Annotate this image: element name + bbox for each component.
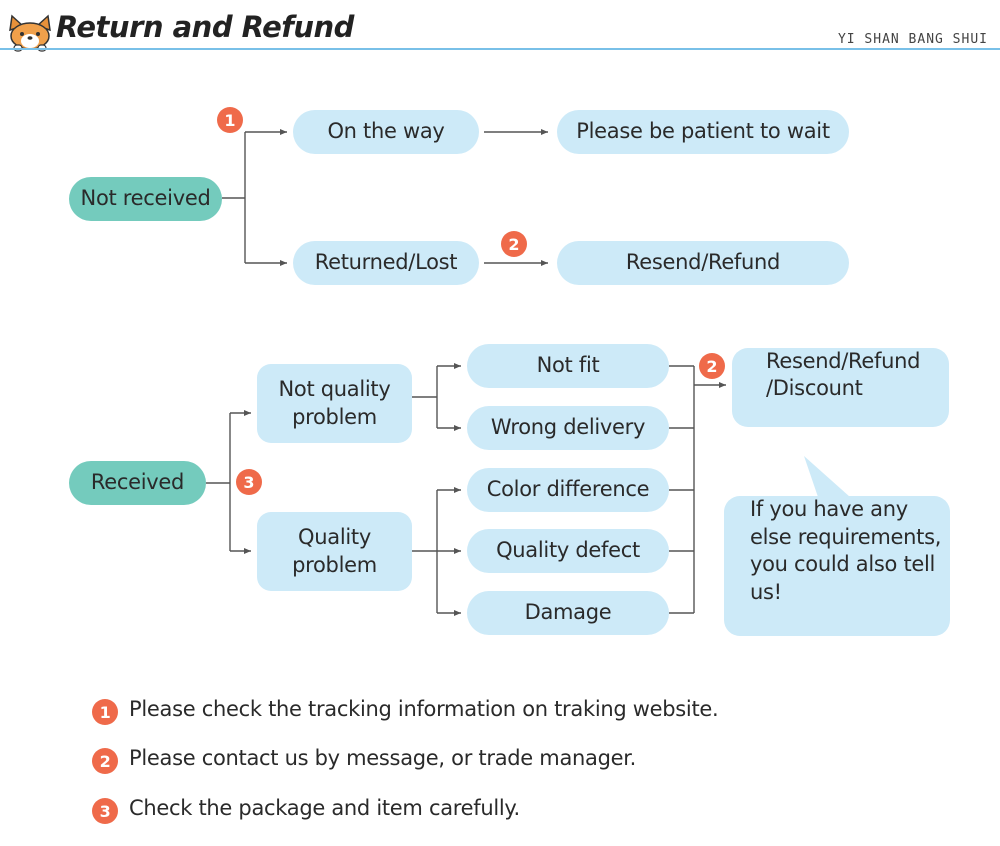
node-label: Resend/Refund — [625, 250, 781, 275]
bubble-line: else requirements, — [750, 524, 942, 549]
node-label: Color difference — [486, 477, 650, 502]
bubble-line: us! — [750, 580, 782, 605]
note-text: Please check the tracking information on… — [129, 697, 719, 721]
node-quality-defect: Quality defect — [467, 529, 669, 573]
node-label: Damage — [524, 600, 612, 625]
node-label: Returned/Lost — [314, 250, 458, 275]
node-label: On the way — [327, 119, 445, 144]
node-label: Not received — [80, 186, 211, 211]
node-color-difference: Color difference — [467, 468, 669, 512]
node-returned-lost: Returned/Lost — [293, 241, 479, 285]
step-badge-3: 3 — [236, 469, 262, 495]
node-label-line: Not quality — [278, 377, 391, 402]
node-quality-problem: Quality problem — [257, 512, 412, 591]
note-badge: 1 — [92, 699, 118, 725]
node-not-received: Not received — [69, 177, 222, 221]
header-divider — [0, 48, 1000, 50]
brand-name: YI SHAN BANG SHUI — [837, 32, 988, 47]
note-badge: 2 — [92, 748, 118, 774]
step-badge-2: 2 — [501, 231, 527, 257]
note-badge: 3 — [92, 798, 118, 824]
node-label: Quality defect — [496, 538, 640, 563]
node-wrong-delivery: Wrong delivery — [467, 406, 669, 450]
node-label: Received — [90, 470, 185, 495]
node-label: Not fit — [536, 353, 600, 378]
bubble-line: If you have any — [750, 497, 908, 521]
node-not-fit: Not fit — [467, 344, 669, 388]
bubble-line: you could also tell — [750, 552, 936, 577]
node-please-wait: Please be patient to wait — [557, 110, 849, 154]
node-label: Wrong delivery — [490, 415, 646, 440]
node-label-line: Quality — [298, 525, 371, 550]
step-badge-2: 2 — [699, 353, 725, 379]
node-on-the-way: On the way — [293, 110, 479, 154]
node-received: Received — [69, 461, 206, 505]
node-label-line: /Discount — [766, 376, 863, 401]
page-title: Return and Refund — [56, 10, 354, 44]
node-not-quality-problem: Not quality problem — [257, 364, 412, 443]
speech-bubble: If you have any else requirements, you c… — [724, 496, 950, 636]
header: Return and Refund YI SHAN BANG SHUI — [0, 0, 1000, 52]
note-text: Please contact us by message, or trade m… — [129, 746, 637, 770]
node-label: Please be patient to wait — [576, 119, 830, 144]
note-text: Check the package and item carefully. — [129, 796, 520, 820]
node-label-line: problem — [292, 404, 377, 429]
step-badge-1: 1 — [217, 107, 243, 133]
node-damage: Damage — [467, 591, 669, 635]
node-outcome-resend-refund-discount: Resend/Refund /Discount — [732, 348, 949, 427]
node-resend-refund: Resend/Refund — [557, 241, 849, 285]
node-label-line: problem — [292, 552, 377, 577]
node-label-line: Resend/Refund — [766, 349, 921, 373]
